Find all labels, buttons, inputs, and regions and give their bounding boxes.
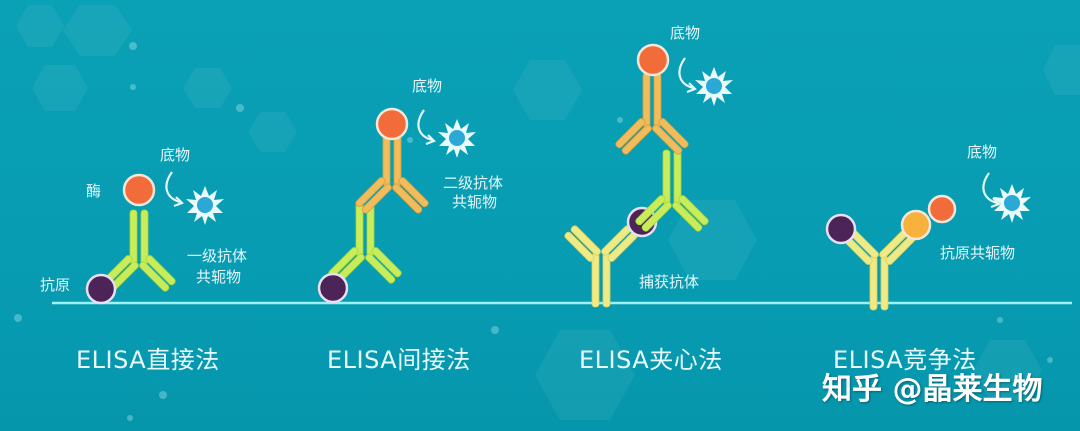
panel-competitive-artwork [825,171,1031,311]
title-competitive: ELISA竞争法 [833,346,977,374]
label-substrate-indirect: 底物 [412,77,443,95]
panel-sandwich-artwork [563,43,733,308]
label-capture-antibody: 捕获抗体 [639,273,700,291]
background-dots [14,42,1053,421]
title-direct: ELISA直接法 [76,346,220,374]
label-antigen: 抗原 [40,276,71,294]
label-antigen-conjugate: 抗原共轭物 [940,244,1016,262]
label-secondary-conjugate-2: 共轭物 [452,193,498,211]
label-secondary-conjugate-1: 二级抗体 [443,174,504,192]
label-substrate-competitive: 底物 [967,143,998,161]
title-sandwich: ELISA夹心法 [579,346,723,374]
label-primary-conjugate-1: 一级抗体 [187,247,248,265]
background-hexagons [16,5,1080,420]
watermark: 知乎 @晶莱生物 [822,372,1043,407]
label-substrate-direct: 底物 [160,146,191,164]
title-indirect: ELISA间接法 [327,346,471,374]
panel-indirect-artwork [317,107,476,304]
label-enzyme: 酶 [86,182,102,200]
label-primary-conjugate-2: 共轭物 [196,268,242,286]
panel-direct-artwork [85,170,224,305]
label-substrate-sandwich: 底物 [670,24,701,42]
